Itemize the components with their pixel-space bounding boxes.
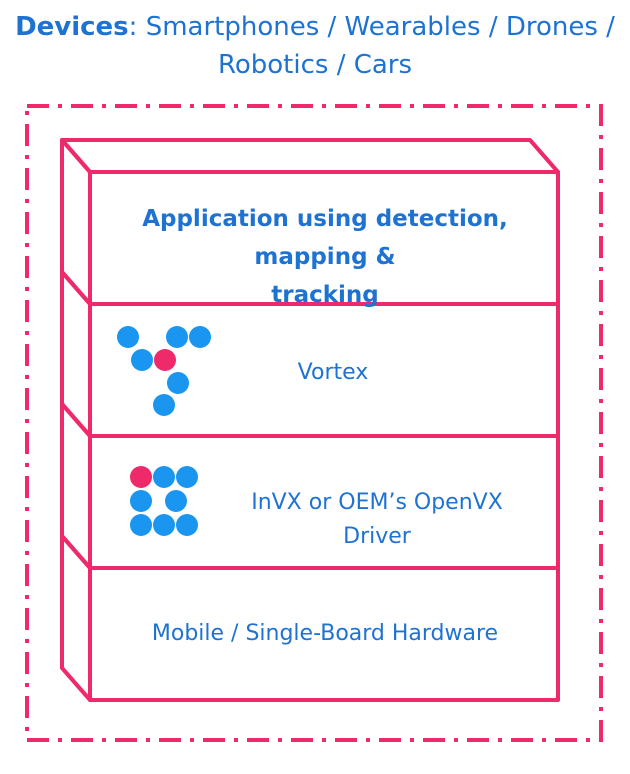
devices-label: Devices: [15, 12, 129, 42]
devices-heading: Devices: Smartphones / Wearables / Drone…: [0, 8, 630, 84]
layer-stack: [60, 138, 560, 702]
devices-list-line1: : Smartphones / Wearables / Drones /: [128, 12, 615, 42]
stack-side-hardware: [60, 534, 92, 702]
stack-top-face: [60, 138, 560, 174]
invx-logo-icon: [130, 466, 198, 536]
layer-hardware-box: [88, 566, 560, 702]
vortex-layer-label: Vortex: [297, 360, 369, 385]
hardware-layer-label: Mobile / Single-Board Hardware: [151, 621, 499, 646]
vortex-logo-icon: [117, 326, 211, 416]
application-label-line1: Application using detection, mapping &: [142, 206, 508, 270]
application-layer-label: Application using detection, mapping & t…: [92, 200, 558, 314]
device-boundary-frame: [25, 104, 603, 742]
devices-list-line2: Robotics / Cars: [217, 50, 413, 80]
application-label-line2: tracking: [271, 282, 379, 308]
driver-layer-label: InVX or OEM’s OpenVX Driver: [251, 490, 503, 549]
